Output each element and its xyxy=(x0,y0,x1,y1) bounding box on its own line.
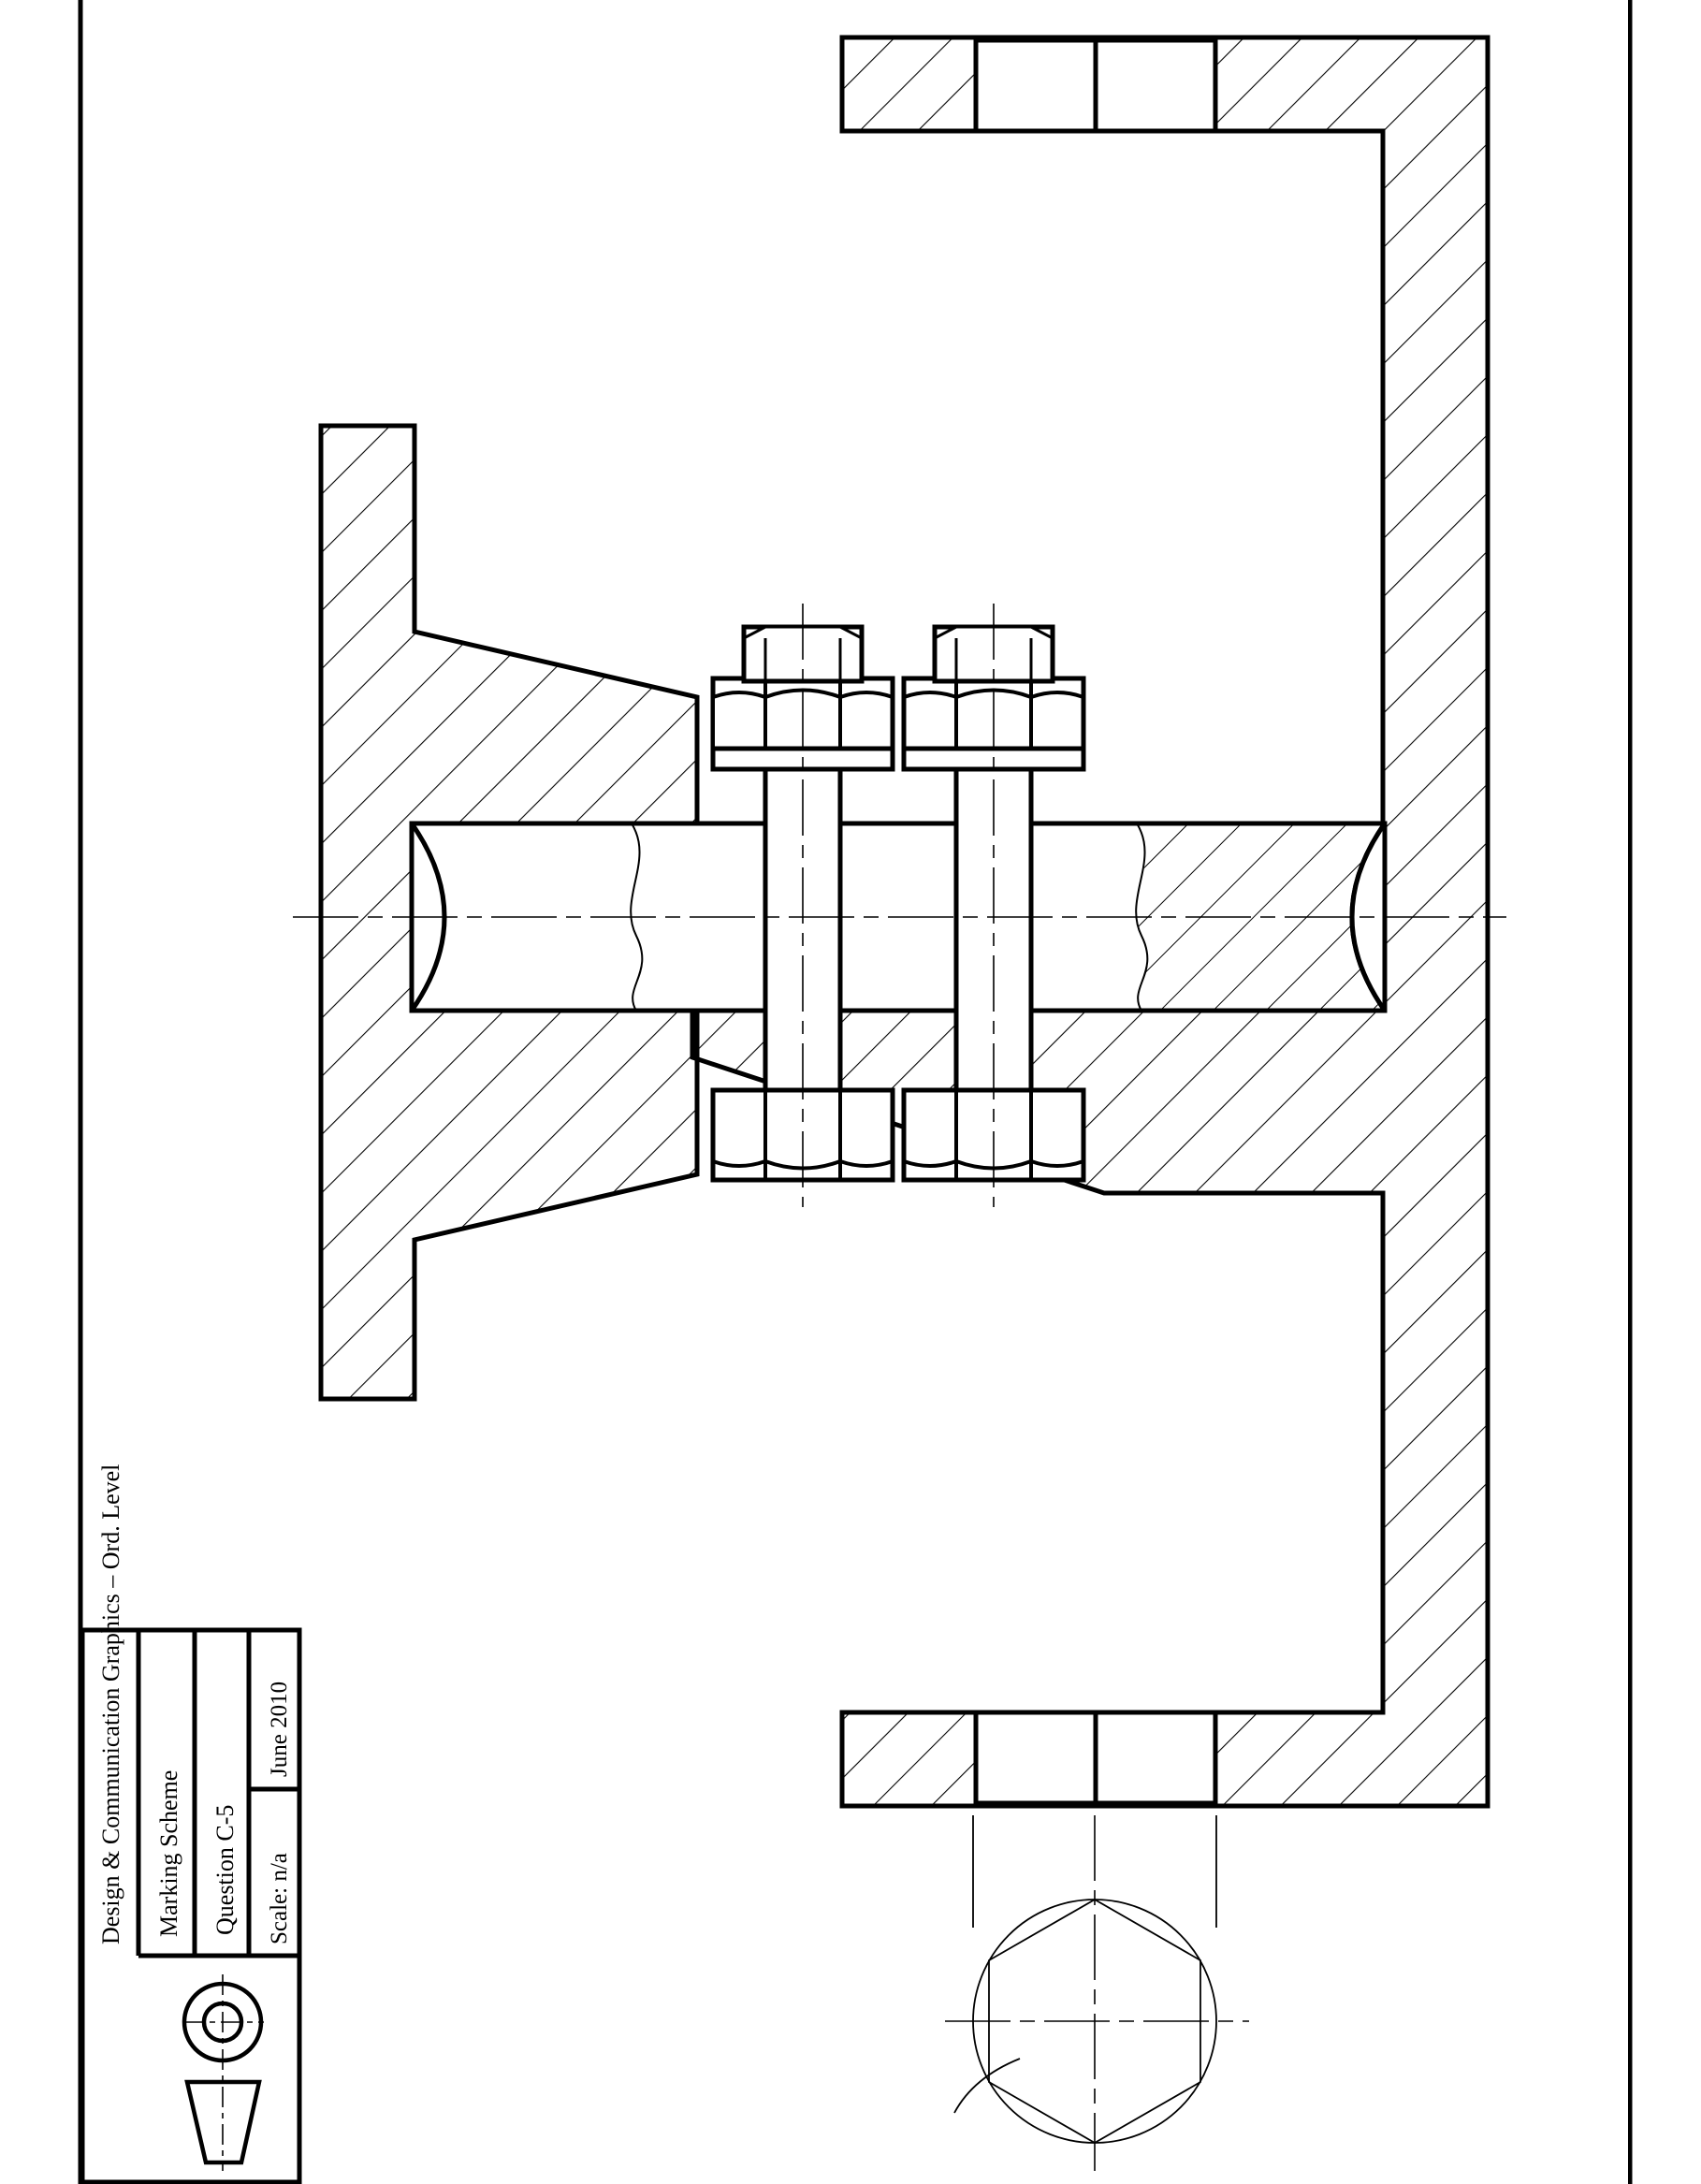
title-block-frame xyxy=(80,1627,302,2184)
title-block-question: Question C-5 xyxy=(211,1804,239,1935)
first-angle-projection-symbol xyxy=(182,1974,264,2171)
title-block-scale: Scale: n/a xyxy=(267,1853,292,1944)
title-block-document: Marking Scheme xyxy=(155,1769,182,1937)
hexagon-view xyxy=(945,1815,1249,2171)
top-arm-pockets xyxy=(973,37,1218,134)
bolt-right xyxy=(901,604,1086,1207)
bolt-left xyxy=(710,604,895,1207)
assembly xyxy=(84,0,1628,2184)
title-block-subject: Design & Communication Graphics – Ord. L… xyxy=(97,1463,124,1944)
title-block-date: June 2010 xyxy=(267,1681,292,1777)
bottom-arm-pockets xyxy=(973,1710,1218,1806)
